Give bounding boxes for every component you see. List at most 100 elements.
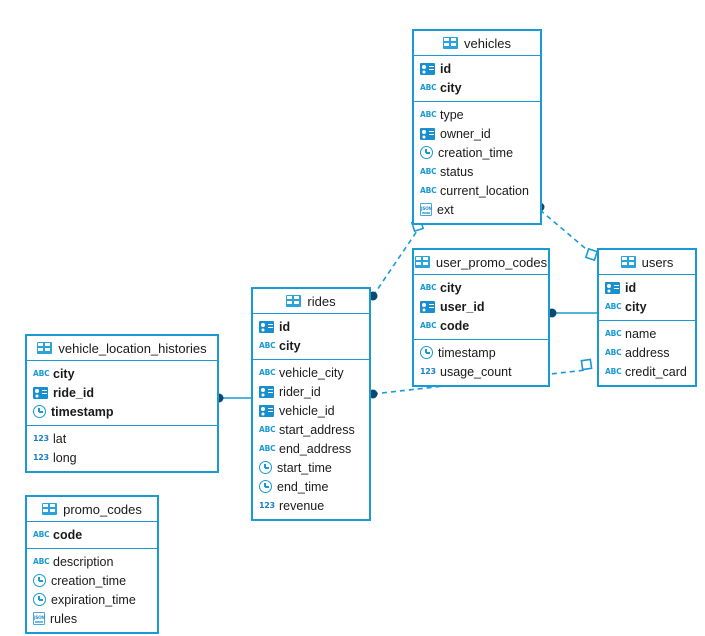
grid-icon — [42, 503, 58, 515]
clock-icon — [420, 346, 433, 359]
abc-icon: ABC — [420, 83, 437, 92]
number-icon: 123 — [259, 501, 275, 510]
abc-icon: ABC — [259, 341, 276, 350]
primary-key-column[interactable]: id — [414, 59, 540, 78]
abc-icon: ABC — [33, 530, 50, 539]
table-header[interactable]: vehicle_location_histories — [27, 336, 217, 361]
table-name: users — [641, 254, 674, 270]
column-name: city — [625, 299, 647, 314]
column-name: id — [279, 319, 291, 334]
column-name: id — [625, 280, 637, 295]
table-column[interactable]: start_time — [253, 458, 369, 477]
table-column[interactable]: end_time — [253, 477, 369, 496]
clock-icon — [33, 574, 46, 587]
relationship-vehicle-location-histories-rides[interactable] — [214, 393, 252, 403]
connector-line — [372, 230, 418, 297]
clock-icon — [259, 480, 272, 493]
column-name: timestamp — [438, 345, 496, 360]
column-name: ride_id — [53, 385, 94, 400]
column-name: owner_id — [440, 126, 491, 141]
table-header[interactable]: promo_codes — [27, 497, 157, 522]
primary-key-column[interactable]: user_id — [414, 297, 548, 316]
table-column[interactable]: creation_time — [414, 143, 540, 162]
column-name: credit_card — [625, 364, 687, 379]
table-column[interactable]: vehicle_id — [253, 401, 369, 420]
column-name: lat — [53, 431, 67, 446]
table-header[interactable]: vehicles — [414, 31, 540, 56]
table-header[interactable]: rides — [253, 289, 369, 314]
abc-icon: ABC — [33, 369, 50, 378]
primary-key-column[interactable]: timestamp — [27, 402, 217, 421]
column-name: end_time — [277, 479, 329, 494]
abc-icon: ABC — [259, 425, 276, 434]
abc-icon: ABC — [259, 368, 276, 377]
id-icon — [420, 62, 435, 75]
column-name: revenue — [279, 498, 325, 513]
column-name: start_time — [277, 460, 332, 475]
column-name: expiration_time — [51, 592, 136, 607]
table-column[interactable]: rider_id — [253, 382, 369, 401]
column-name: creation_time — [438, 145, 514, 160]
column-name: current_location — [440, 183, 529, 198]
primary-key-column[interactable]: id — [253, 317, 369, 336]
id-icon — [605, 281, 620, 294]
table-name: rides — [307, 293, 336, 309]
column-name: name — [625, 326, 657, 341]
table-column[interactable]: creation_time — [27, 571, 157, 590]
column-name: city — [53, 366, 75, 381]
table-header[interactable]: users — [599, 250, 695, 275]
primary-key-column[interactable]: id — [599, 278, 695, 297]
table-column[interactable]: ext — [414, 200, 540, 219]
column-name: long — [53, 450, 77, 465]
id-icon — [259, 320, 274, 333]
primary-key-column[interactable]: ride_id — [27, 383, 217, 402]
abc-icon: ABC — [605, 367, 622, 376]
table-column[interactable]: timestamp — [414, 343, 548, 362]
grid-icon — [37, 342, 53, 354]
table-column[interactable]: rules — [27, 609, 157, 628]
column-name: description — [53, 554, 114, 569]
table-header[interactable]: user_promo_codes — [414, 250, 548, 275]
table-column[interactable]: expiration_time — [27, 590, 157, 609]
clock-icon — [259, 461, 272, 474]
table-name: vehicle_location_histories — [58, 340, 207, 356]
number-icon: 123 — [420, 367, 436, 376]
id-icon — [420, 300, 435, 313]
table-column[interactable]: owner_id — [414, 124, 540, 143]
abc-icon: ABC — [259, 444, 276, 453]
relationship-user-promo-codes-users[interactable] — [547, 308, 598, 318]
table-column[interactable]: 123 revenue — [253, 496, 369, 515]
